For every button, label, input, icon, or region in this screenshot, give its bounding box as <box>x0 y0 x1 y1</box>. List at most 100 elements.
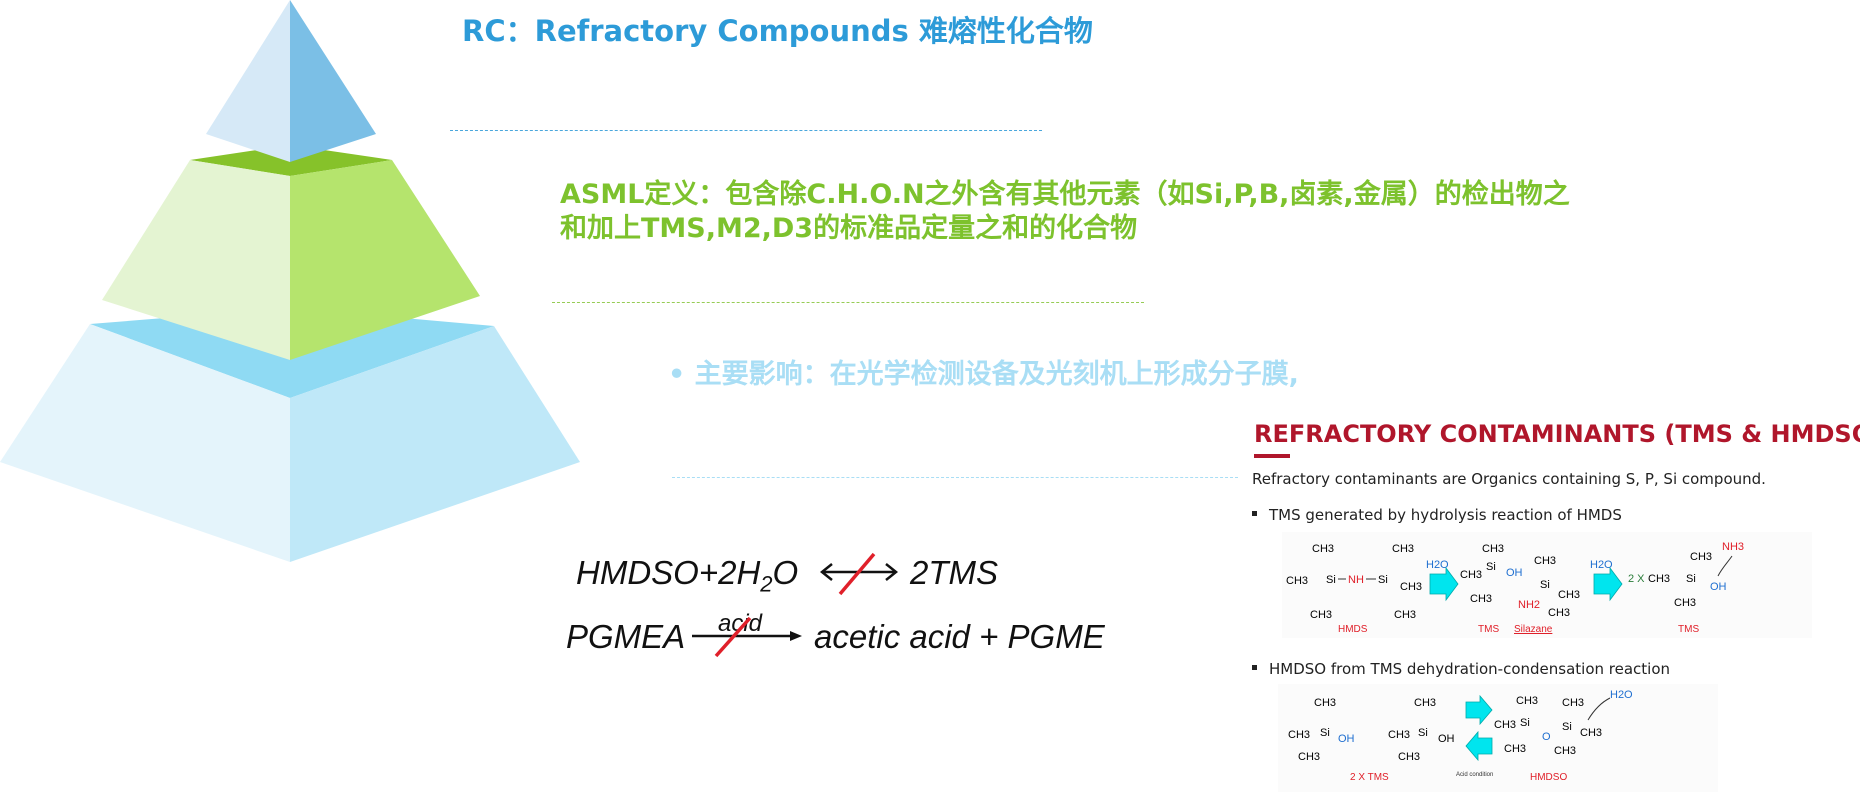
cyan-arrow-right-icon <box>1465 694 1493 726</box>
eq2-right: acetic acid + PGME <box>814 618 1105 655</box>
rxn1-ch3: CH3 <box>1392 543 1414 555</box>
rxn2-label-acid: Acid condition <box>1456 772 1493 778</box>
pyramid-graphic <box>0 0 580 562</box>
eq1-left: HMDSO+2H <box>576 554 761 591</box>
eq2-arrow-crossed <box>692 616 802 658</box>
rxn2-ch3: CH3 <box>1554 745 1576 757</box>
square-bullet-icon <box>1252 665 1257 670</box>
pyramid-bottom-left-face <box>0 324 290 562</box>
rxn2-ch3: CH3 <box>1298 751 1320 763</box>
rxn1-ch3: CH3 <box>1310 609 1332 621</box>
rxn2-ch3: CH3 <box>1314 697 1336 709</box>
divider-1 <box>450 130 1042 131</box>
rxn2-ch3: CH3 <box>1580 727 1602 739</box>
rxn1-2x: 2 X <box>1628 573 1645 585</box>
pyramid-middle-left-face <box>102 160 290 360</box>
rxn2-si: Si <box>1320 727 1330 739</box>
panel-title-underline <box>1254 454 1290 458</box>
rxn1-nh: NH <box>1348 574 1364 586</box>
rxn1-ch3: CH3 <box>1470 593 1492 605</box>
rxn2-label-hmdso: HMDSO <box>1530 772 1567 783</box>
eq1-arrow-crossed <box>819 552 899 596</box>
rxn2-ch3: CH3 <box>1398 751 1420 763</box>
reaction-2-svg: CH3 CH3 Si OH CH3 CH3 CH3 Si OH CH3 2 X … <box>1288 689 1633 783</box>
eq1-oxygen: O <box>772 554 799 591</box>
rxn1-label-silazane: Silazane <box>1514 624 1553 635</box>
eq2-over-label: acid <box>718 610 763 637</box>
panel-title: REFRACTORY CONTAMINANTS (TMS & HMDSO) <box>1254 420 1860 448</box>
impact-text: 主要影响：在光学检测设备及光刻机上形成分子膜, <box>694 359 1299 390</box>
panel-bullet-2: HMDSO from TMS dehydration-condensation … <box>1252 660 1670 678</box>
rxn1-h2o: H2O <box>1426 559 1449 571</box>
rxn2-label-2x-tms: 2 X TMS <box>1350 772 1389 783</box>
rxn1-si: Si <box>1540 579 1550 591</box>
rxn2-oh: OH <box>1338 733 1355 745</box>
rxn2-si: Si <box>1520 717 1530 729</box>
rxn1-si: Si <box>1686 573 1696 585</box>
eq2-left: PGMEA <box>566 618 686 655</box>
rxn1-ch3: CH3 <box>1548 607 1570 619</box>
rxn1-ch3: CH3 <box>1482 543 1504 555</box>
rxn2-ch3: CH3 <box>1494 719 1516 731</box>
cyan-arrow-icon <box>1429 566 1459 602</box>
rxn1-ch3: CH3 <box>1558 589 1580 601</box>
rxn2-o: O <box>1542 731 1551 743</box>
divider-2 <box>552 302 1144 303</box>
equation-1: HMDSO+2H2O <box>576 554 798 598</box>
pyramid-middle-right-face <box>290 160 480 360</box>
divider-3 <box>672 477 1238 478</box>
bullet-2-text: HMDSO from TMS dehydration-condensation … <box>1269 660 1671 678</box>
rxn2-si: Si <box>1562 721 1572 733</box>
rxn1-ch3: CH3 <box>1674 597 1696 609</box>
rxn1-ch3: CH3 <box>1534 555 1556 567</box>
rxn1-ch3: CH3 <box>1394 609 1416 621</box>
rxn1-ch3: CH3 <box>1690 551 1712 563</box>
rxn1-nh3: NH3 <box>1722 541 1744 553</box>
rxn1-ch3: CH3 <box>1286 575 1308 587</box>
eq1-subscript: 2 <box>760 571 773 597</box>
rxn2-ch3: CH3 <box>1414 697 1436 709</box>
rxn1-ch3: CH3 <box>1460 569 1482 581</box>
rxn1-si: Si <box>1378 574 1388 586</box>
rxn1-ch3: CH3 <box>1648 573 1670 585</box>
rxn2-ch3: CH3 <box>1562 697 1584 709</box>
rxn2-ch3: CH3 <box>1388 729 1410 741</box>
rxn2-ch3: CH3 <box>1288 729 1310 741</box>
cyan-arrow-icon <box>1593 566 1623 602</box>
refractory-panel: REFRACTORY CONTAMINANTS (TMS & HMDSO) Re… <box>1238 410 1860 794</box>
rxn1-nh2: NH2 <box>1518 599 1540 611</box>
panel-description: Refractory contaminants are Organics con… <box>1252 470 1766 488</box>
rxn2-ch3: CH3 <box>1504 743 1526 755</box>
rxn1-h2o: H2O <box>1590 559 1613 571</box>
rxn1-ch3: CH3 <box>1312 543 1334 555</box>
eq1-right: 2TMS <box>910 554 999 591</box>
rxn2-oh: OH <box>1438 733 1455 745</box>
cyan-arrow-left-icon <box>1465 730 1493 762</box>
page-title: RC：Refractory Compounds 难熔性化合物 <box>462 14 1093 48</box>
rxn2-ch3: CH3 <box>1516 695 1538 707</box>
pyramid-bottom-right-face <box>290 326 580 562</box>
rxn1-label-hmds: HMDS <box>1338 624 1368 635</box>
rxn2-h2o: H2O <box>1610 689 1633 701</box>
pyramid-top-left-face <box>206 0 290 162</box>
bullet-dot: • <box>668 359 686 390</box>
bullet-1-text: TMS generated by hydrolysis reaction of … <box>1269 506 1622 524</box>
rxn1-si: Si <box>1486 561 1496 573</box>
rxn1-si: Si <box>1326 574 1336 586</box>
definition-line-1: ASML定义：包含除C.H.O.N之外含有其他元素（如Si,P,B,卤素,金属）… <box>560 179 1570 210</box>
square-bullet-icon <box>1252 511 1257 516</box>
pyramid-top-right-face <box>290 0 376 162</box>
rxn1-oh: OH <box>1506 567 1523 579</box>
impact-bullet: • 主要影响：在光学检测设备及光刻机上形成分子膜, <box>668 352 1299 391</box>
rxn1-label-tms: TMS <box>1478 624 1499 635</box>
reaction-2-diagram: CH3 CH3 Si OH CH3 CH3 CH3 Si OH CH3 2 X … <box>1278 684 1718 792</box>
rxn1-ch3: CH3 <box>1400 581 1422 593</box>
reaction-1-svg: CH3 CH3 CH3 Si NH Si CH3 CH3 CH3 HMDS H2… <box>1286 541 1744 635</box>
rxn1-label-tms-2: TMS <box>1678 624 1699 635</box>
asml-definition: ASML定义：包含除C.H.O.N之外含有其他元素（如Si,P,B,卤素,金属）… <box>560 178 1570 246</box>
panel-bullet-1: TMS generated by hydrolysis reaction of … <box>1252 506 1622 524</box>
rxn2-si: Si <box>1418 727 1428 739</box>
reaction-1-diagram: CH3 CH3 CH3 Si NH Si CH3 CH3 CH3 HMDS H2… <box>1282 532 1812 638</box>
definition-line-2: 和加上TMS,M2,D3的标准品定量之和的化合物 <box>560 213 1138 244</box>
rxn1-oh: OH <box>1710 581 1727 593</box>
